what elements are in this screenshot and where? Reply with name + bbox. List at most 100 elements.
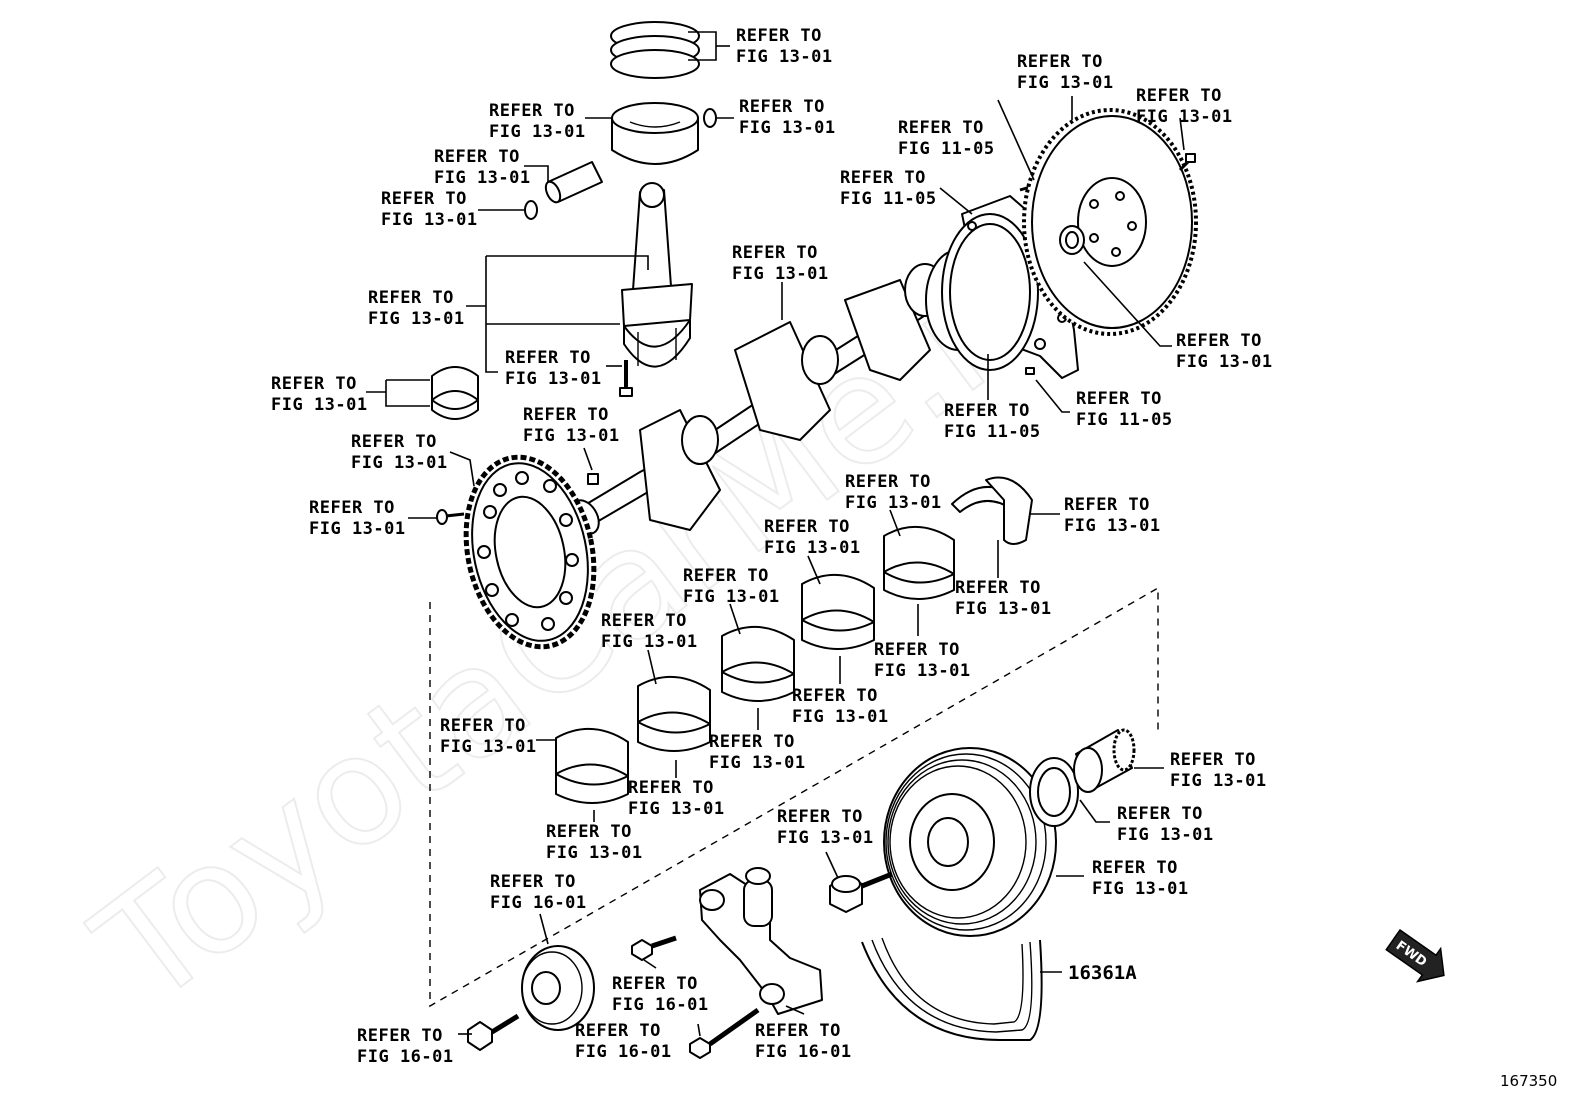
- callout-label: FIG 16-01: [490, 893, 587, 913]
- callout-label: FIG 13-01: [271, 395, 368, 415]
- crankshaft-bearing-1: [883, 525, 955, 600]
- piston-pin-snap-ring: [703, 108, 717, 128]
- callout-label: REFER TO: [764, 517, 850, 537]
- callout-label: FIG 13-01: [1017, 73, 1114, 93]
- callout-label: REFER TO: [381, 189, 467, 209]
- callout-label: FIG 13-01: [1170, 771, 1267, 791]
- exploded-view-boundary: [429, 586, 1159, 1008]
- callout-label: FIG 13-01: [381, 210, 478, 230]
- callout-label: FIG 13-01: [1117, 825, 1214, 845]
- drive-plate: [1022, 108, 1198, 336]
- callout-label: REFER TO: [1136, 86, 1222, 106]
- callout-label: REFER TO: [755, 1021, 841, 1041]
- callout-label: FIG 11-05: [898, 139, 995, 159]
- callout-label: REFER TO: [944, 401, 1030, 421]
- piston-pin-snap-ring-2: [524, 200, 538, 220]
- callout-label: REFER TO: [489, 101, 575, 121]
- crankshaft-bearing-3: [721, 625, 795, 702]
- callout-label: REFER TO: [628, 778, 714, 798]
- idler-pulley: [521, 945, 595, 1031]
- callout-label: REFER TO: [575, 1021, 661, 1041]
- v-ribbed-belt: [861, 937, 1043, 1041]
- callout-label: REFER TO: [732, 243, 818, 263]
- callout-label: REFER TO: [357, 1026, 443, 1046]
- callout-label: FIG 13-01: [874, 661, 971, 681]
- callout-label: FIG 13-01: [505, 369, 602, 389]
- callout-label: FIG 13-01: [709, 753, 806, 773]
- callout-label: REFER TO: [1117, 804, 1203, 824]
- callout-label: REFER TO: [739, 97, 825, 117]
- callout-label: REFER TO: [709, 732, 795, 752]
- crankshaft-pulley: [883, 747, 1057, 937]
- callout-label: REFER TO: [1076, 389, 1162, 409]
- callout-label: FIG 16-01: [755, 1042, 852, 1062]
- callout-label: FIG 13-01: [736, 47, 833, 67]
- callout-label: FIG 13-01: [1064, 516, 1161, 536]
- callout-label: FIG 13-01: [732, 264, 829, 284]
- callout-label: FIG 13-01: [440, 737, 537, 757]
- callout-label: FIG 13-01: [955, 599, 1052, 619]
- fwd-arrow-icon: FWD: [1385, 928, 1445, 983]
- crankshaft-bearing-5: [555, 727, 629, 804]
- idler-pulley-bolt: [467, 1013, 520, 1051]
- callout-label: FIG 13-01: [764, 538, 861, 558]
- callout-label: FIG 16-01: [612, 995, 709, 1015]
- callout-label: FIG 11-05: [944, 422, 1041, 442]
- callout-label: REFER TO: [874, 640, 960, 660]
- tensioner-bolt-1: [631, 935, 677, 961]
- callout-label: REFER TO: [612, 974, 698, 994]
- leader-lines: [366, 31, 1185, 1037]
- part-number-label: 16361A: [1068, 962, 1137, 984]
- crankshaft-bearing-4: [637, 675, 711, 752]
- callout-label: REFER TO: [490, 872, 576, 892]
- retainer-pin: [1025, 367, 1035, 375]
- callout-label: REFER TO: [368, 288, 454, 308]
- crankshaft-timing-gear: [1073, 728, 1136, 793]
- timing-rotor-screw: [436, 509, 465, 525]
- callout-label: REFER TO: [1064, 495, 1150, 515]
- drive-plate-spacer: [1059, 225, 1085, 255]
- callout-label: FIG 13-01: [434, 168, 531, 188]
- piston-pin: [544, 161, 603, 204]
- callout-label: REFER TO: [434, 147, 520, 167]
- callout-label: FIG 13-01: [546, 843, 643, 863]
- callout-label: REFER TO: [683, 566, 769, 586]
- piston-rings: [610, 21, 700, 79]
- callout-label: REFER TO: [898, 118, 984, 138]
- callout-label: REFER TO: [1092, 858, 1178, 878]
- callout-label: REFER TO: [1170, 750, 1256, 770]
- thrust-washer-lower: [985, 476, 1033, 545]
- callout-label: FIG 16-01: [357, 1047, 454, 1067]
- connecting-rod-bolt: [619, 360, 633, 397]
- callout-label: REFER TO: [845, 472, 931, 492]
- callout-label: REFER TO: [309, 498, 395, 518]
- callout-label: FIG 13-01: [845, 493, 942, 513]
- callout-label: FIG 13-01: [1176, 352, 1273, 372]
- connecting-rod: [621, 182, 693, 368]
- callout-label: REFER TO: [523, 405, 609, 425]
- callout-label: FIG 13-01: [792, 707, 889, 727]
- callout-label: FIG 13-01: [683, 587, 780, 607]
- callout-label: REFER TO: [601, 611, 687, 631]
- callout-label: FIG 13-01: [309, 519, 406, 539]
- callout-label: FIG 16-01: [575, 1042, 672, 1062]
- callout-label: FIG 13-01: [601, 632, 698, 652]
- illustration-number: 167350: [1500, 1072, 1557, 1090]
- callout-label: FIG 13-01: [777, 828, 874, 848]
- callout-label: FIG 13-01: [1092, 879, 1189, 899]
- crankshaft-front-oil-seal: [1029, 757, 1079, 827]
- callout-label: FIG 13-01: [628, 799, 725, 819]
- callout-label: FIG 11-05: [1076, 410, 1173, 430]
- pulley-set-bolt: [829, 871, 893, 913]
- callout-label: REFER TO: [505, 348, 591, 368]
- crankshaft-timing-rotor: [463, 454, 597, 650]
- callout-label: REFER TO: [792, 686, 878, 706]
- callout-label: REFER TO: [777, 807, 863, 827]
- callout-label: REFER TO: [736, 26, 822, 46]
- callout-label: REFER TO: [271, 374, 357, 394]
- drive-plate-bolt: [1178, 153, 1196, 172]
- crankshaft-key: [587, 473, 599, 485]
- callout-label: FIG 11-05: [840, 189, 937, 209]
- callout-label: FIG 13-01: [351, 453, 448, 473]
- callout-label: REFER TO: [546, 822, 632, 842]
